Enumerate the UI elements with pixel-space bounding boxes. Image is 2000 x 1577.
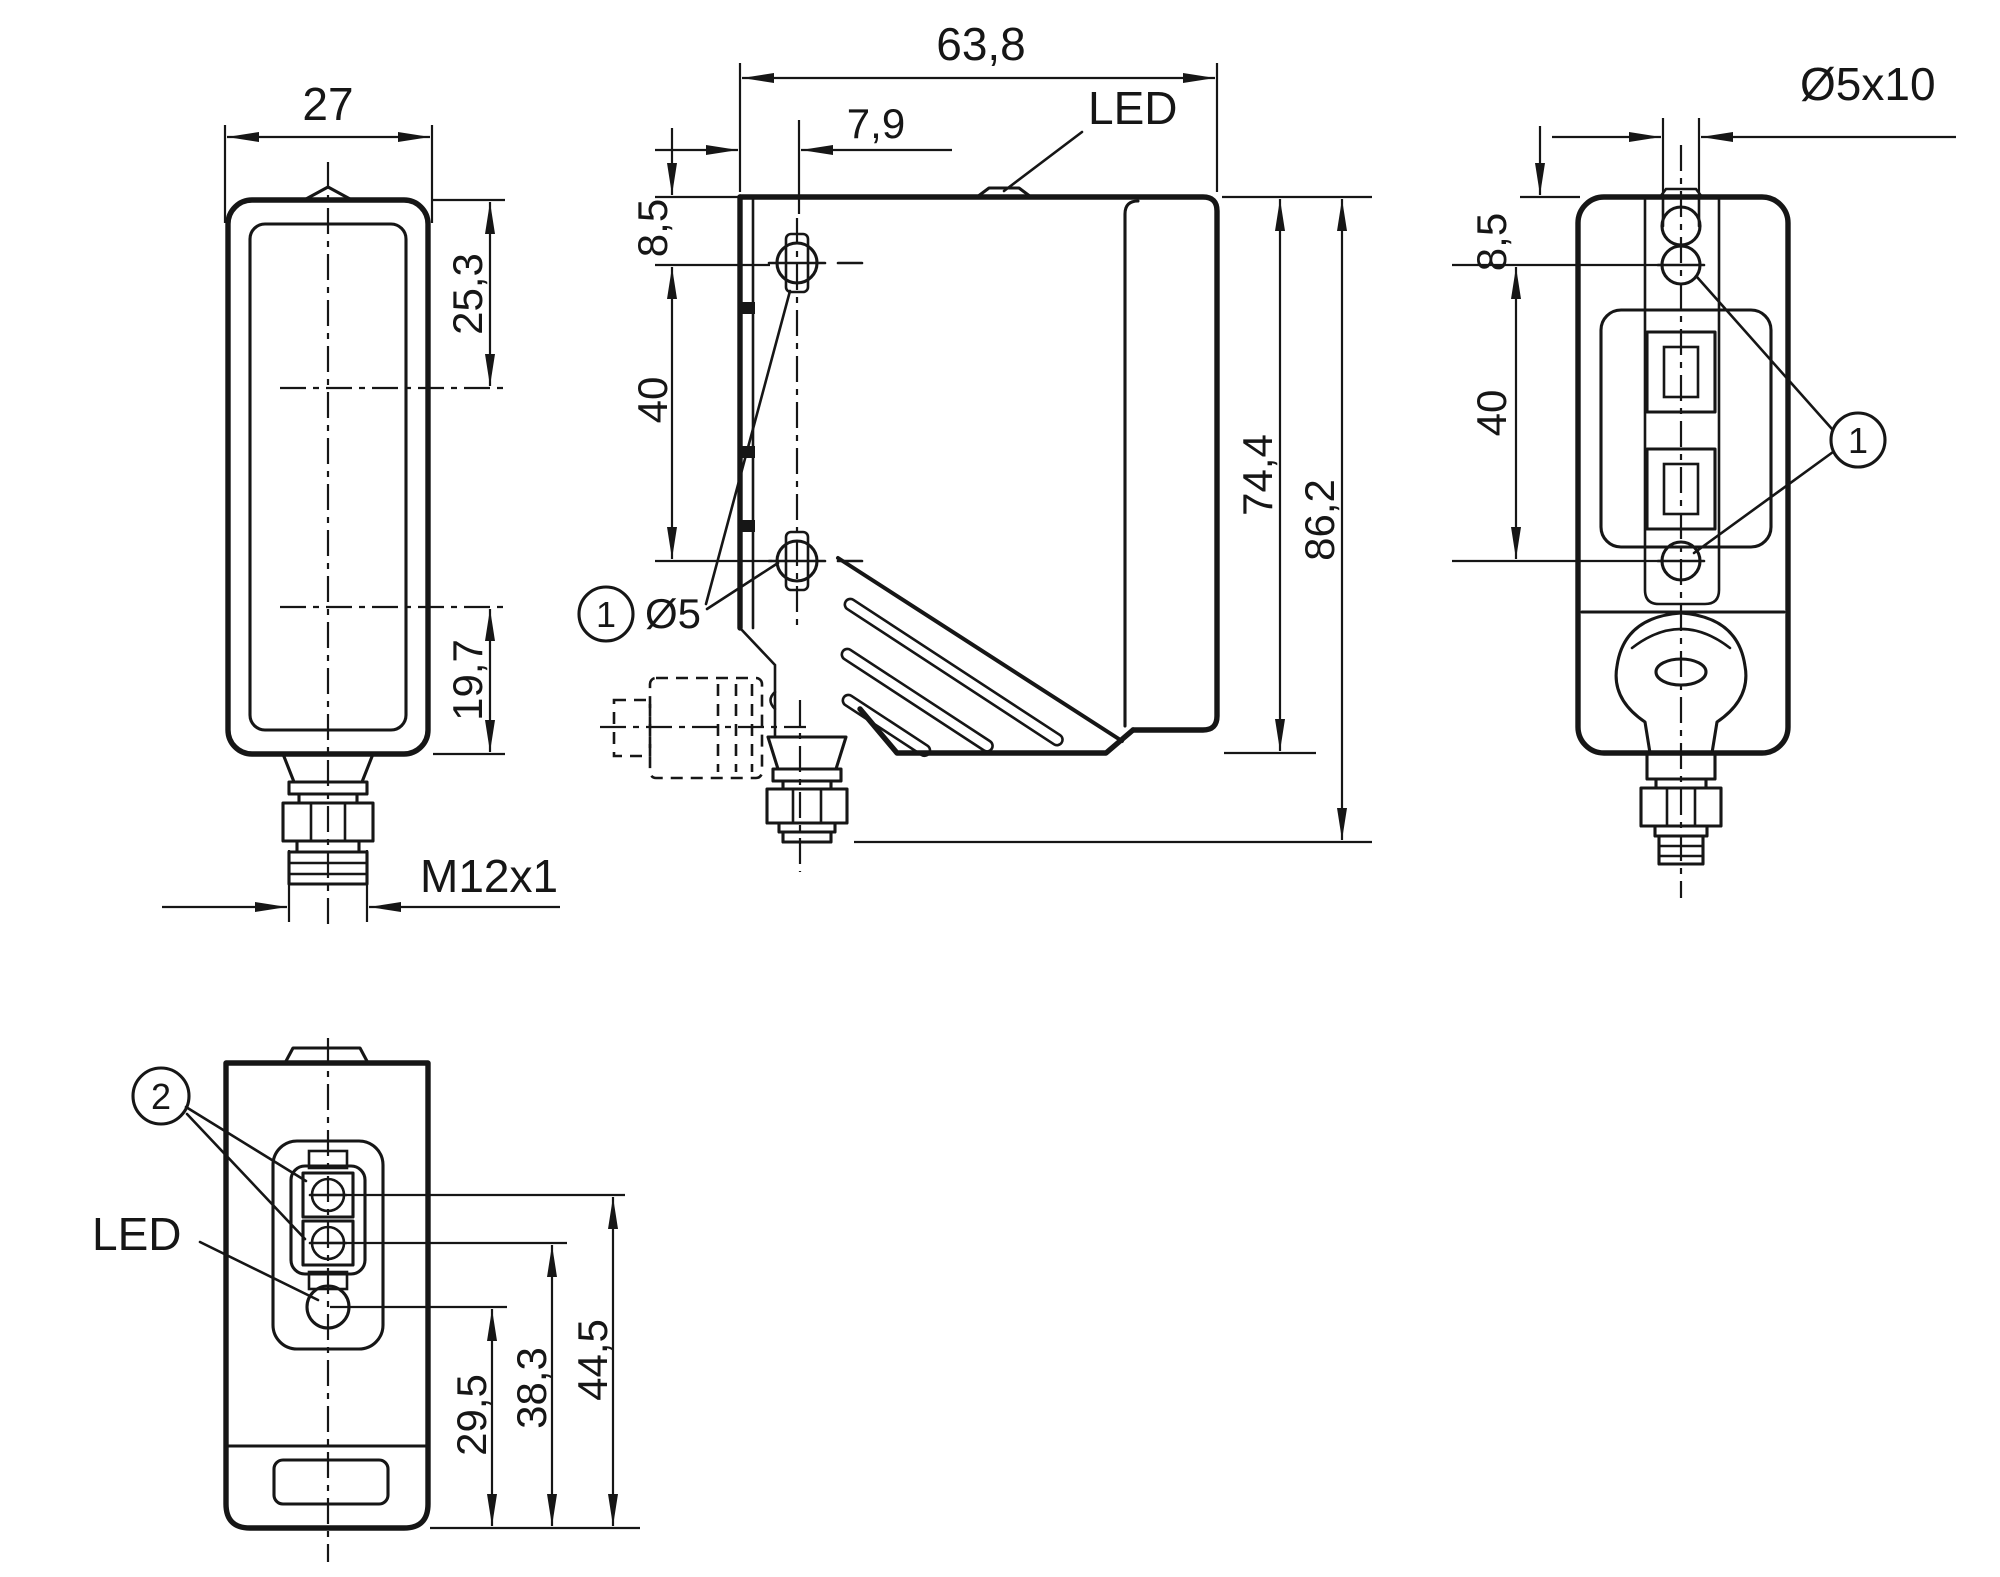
dim-text-lower: 19,7: [444, 639, 491, 721]
rear-m12-connector: [1639, 751, 1723, 866]
led-label: LED: [92, 1208, 181, 1260]
rear-panel: [1599, 308, 1773, 549]
dim-text-led-offset: 7,9: [847, 100, 905, 147]
hidden-connector-body: [648, 676, 764, 780]
callout-1-number: 1: [1848, 420, 1868, 461]
dim-text-led-height: 29,5: [448, 1374, 495, 1456]
dim-text-thread: M12x1: [420, 850, 558, 902]
callout-leader-line: [185, 1112, 307, 1241]
callout-2-number: 2: [151, 1076, 171, 1117]
chin-groove: [843, 597, 1064, 747]
dim-text-top-hole: 8,5: [629, 199, 676, 257]
dim-text-depth: 63,8: [936, 18, 1026, 70]
side-housing-outline: [737, 194, 1220, 733]
dim-text-pot2-height: 38,3: [508, 1347, 555, 1429]
side-view: 63,8 7,9 LED 8,5 40 1 Ø5 74,4 86,2: [577, 18, 1372, 872]
dim-text-body-height: 74,4: [1234, 434, 1281, 516]
callout-1-marker: [577, 585, 635, 643]
chin-diagonal-edge: [836, 556, 1124, 743]
connector-thread: [781, 830, 833, 844]
panel-tab-bottom: [307, 1270, 349, 1291]
dim-text-total-height: 86,2: [1296, 479, 1343, 561]
label-recess: [272, 1458, 390, 1506]
hole-leader-line: [705, 561, 780, 611]
led-leader-line: [198, 1240, 320, 1302]
callout-leader-line: [1695, 275, 1834, 431]
chin-groove: [840, 647, 994, 753]
dim-text-hole-span: 40: [1468, 390, 1515, 437]
rear-channel: [1643, 198, 1721, 606]
led-label: LED: [1088, 82, 1177, 134]
side-m12-connector: [765, 735, 849, 844]
bottom-front-view: 2 LED 29,5 38,3 44,5: [92, 1038, 640, 1562]
dim-text-pot1-height: 44,5: [569, 1319, 616, 1401]
callout-1-number: 1: [596, 594, 616, 635]
led-window-bump: [975, 186, 1033, 199]
adjustment-panel: [271, 1139, 385, 1351]
dim-text-width: 27: [302, 78, 353, 130]
hidden-side-connector: [600, 676, 806, 780]
callout-1-marker: [1829, 411, 1887, 469]
dim-text-hole-span: 40: [629, 377, 676, 424]
flange-notch: [738, 520, 755, 532]
connector-thread: [1657, 834, 1705, 866]
flange-notch: [738, 302, 755, 314]
hole-leader-line: [704, 289, 792, 606]
adjustment-panel-inner: [289, 1164, 367, 1276]
chin-groove: [841, 693, 932, 758]
bottom-housing-outline: [223, 1060, 431, 1531]
front-view: 27 25,3 19,7 M12x1: [162, 78, 560, 930]
dim-text-hole-diameter: Ø5: [645, 590, 701, 637]
chin-left-edge: [738, 626, 777, 739]
panel-tab-top: [307, 1149, 349, 1170]
led-leader-line: [1002, 130, 1084, 193]
dim-text-slot: Ø5x10: [1800, 58, 1936, 110]
rear-view: Ø5x10 8,5 40 1: [1452, 58, 1956, 898]
dim-text-top-hole: 8,5: [1468, 213, 1515, 271]
callout-leader-line: [184, 1105, 308, 1183]
callout-leader-line: [1692, 450, 1835, 555]
chin-left-detail: [769, 690, 777, 711]
side-rear-cap-line: [1123, 199, 1140, 728]
dim-text-upper: 25,3: [444, 253, 491, 335]
callout-2-marker: [131, 1066, 191, 1126]
bottom-top-tab: [283, 1046, 370, 1065]
